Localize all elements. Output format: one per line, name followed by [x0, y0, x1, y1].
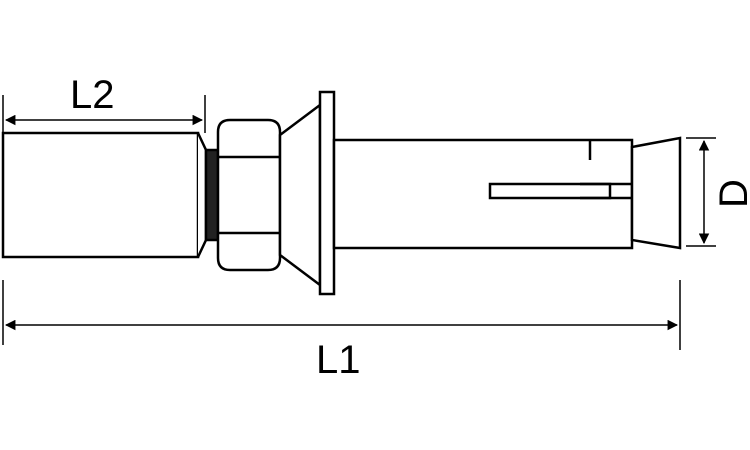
dimension-label-l1: L1	[316, 338, 361, 382]
sleeve-slot	[488, 182, 612, 200]
hex-nut	[216, 118, 282, 272]
bolt-head	[1, 131, 200, 259]
flat-washer	[318, 90, 336, 296]
expansion-cone	[630, 136, 682, 250]
anchor-part	[1, 90, 682, 296]
thread-neck	[204, 148, 220, 242]
dimension-l1	[2, 280, 681, 350]
dimension-l2	[2, 95, 206, 133]
dimension-label-l2: L2	[70, 73, 115, 117]
dimension-label-d: D	[712, 179, 750, 208]
dimension-d	[686, 137, 716, 247]
conical-washer	[278, 102, 322, 288]
